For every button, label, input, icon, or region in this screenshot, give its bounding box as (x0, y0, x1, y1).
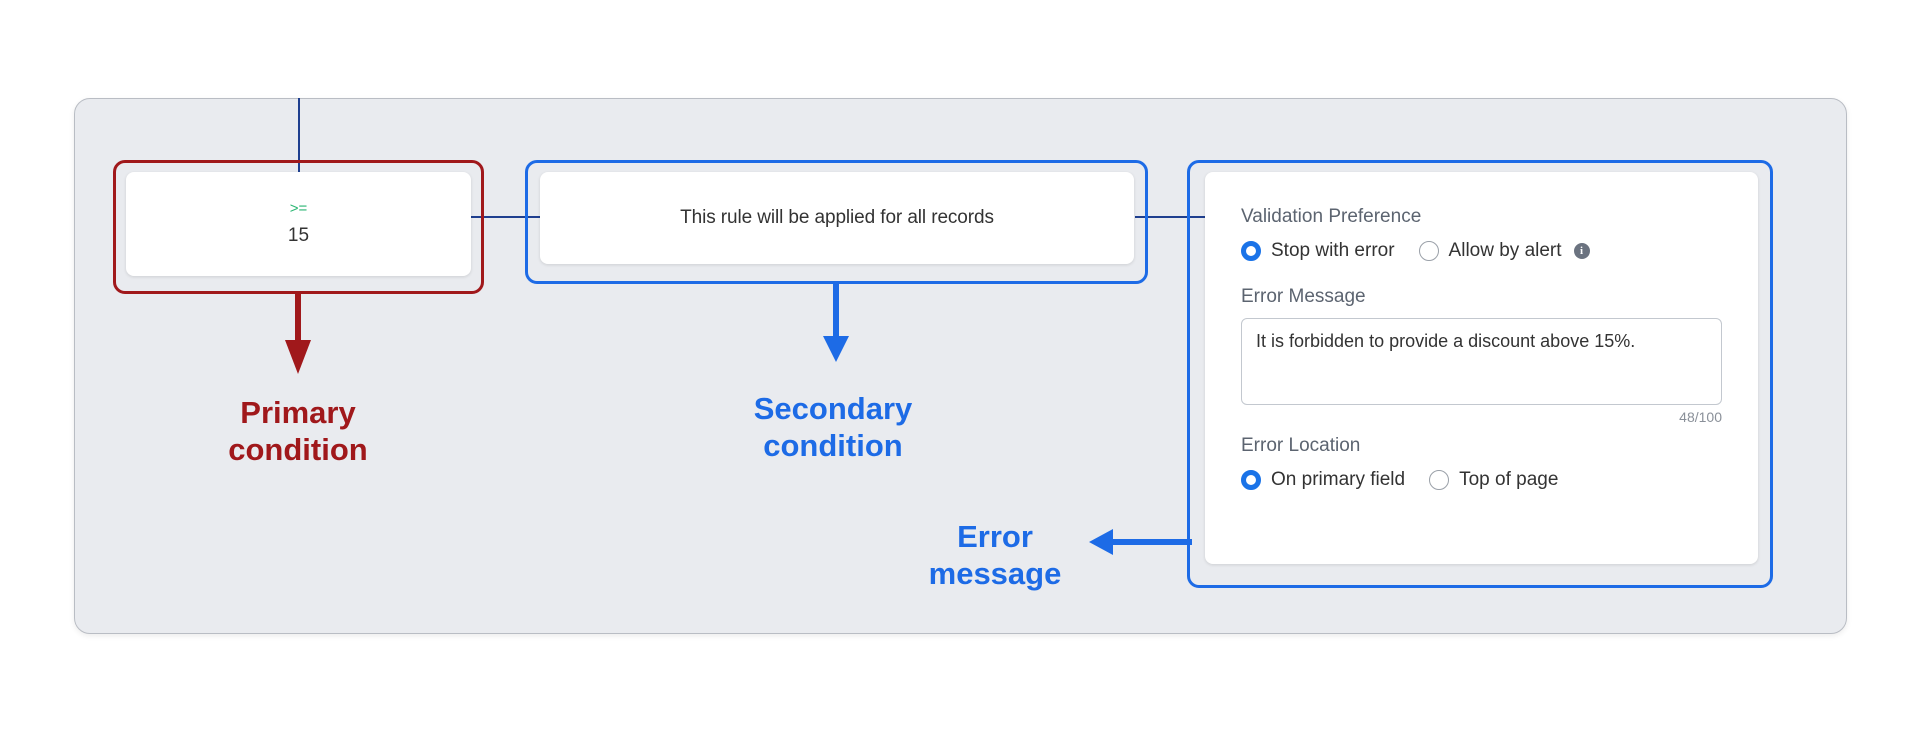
primary-highlight (113, 160, 484, 294)
radio-stop-with-error[interactable]: Stop with error (1241, 240, 1395, 262)
error-highlight (1187, 160, 1773, 588)
arrow-left-head-icon (1089, 529, 1113, 555)
arrow-down-head-icon (285, 340, 311, 374)
condition-operator: >= (289, 200, 308, 217)
radio-on-primary-field[interactable]: On primary field (1241, 469, 1405, 491)
secondary-condition-card[interactable]: This rule will be applied for all record… (540, 172, 1134, 264)
radio-label: Stop with error (1271, 240, 1395, 261)
info-icon[interactable]: i (1573, 243, 1590, 259)
primary-condition-card[interactable]: >= 15 (126, 172, 471, 276)
radio-label: On primary field (1271, 469, 1406, 490)
validation-preference-group: Stop with error Allow by alert i (1241, 240, 1722, 262)
connector-primary-secondary (470, 216, 540, 218)
condition-value: 15 (287, 225, 310, 246)
error-location-label: Error Location (1241, 435, 1361, 456)
arrow-down-icon (295, 294, 301, 342)
secondary-condition-text: This rule will be applied for all record… (680, 207, 994, 228)
radio-top-of-page[interactable]: Top of page (1429, 469, 1558, 491)
radio-selected-icon[interactable] (1241, 241, 1261, 261)
error-settings-card: Validation Preference Stop with error Al… (1205, 172, 1758, 564)
connector-secondary-error (1135, 216, 1205, 218)
secondary-condition-annotation: Secondary condition (753, 391, 913, 463)
error-message-annotation: Error message (928, 519, 1062, 591)
radio-label: Allow by alert (1448, 240, 1562, 261)
connector-vertical (298, 98, 300, 172)
radio-label: Top of page (1459, 469, 1559, 490)
error-location-group: On primary field Top of page (1241, 469, 1722, 491)
primary-condition-annotation: Primary condition (228, 395, 368, 467)
arrow-down-icon (833, 282, 839, 338)
radio-unselected-icon[interactable] (1418, 241, 1439, 261)
error-message-input[interactable]: It is forbidden to provide a discount ab… (1241, 318, 1722, 405)
arrow-left-icon (1110, 539, 1192, 545)
error-message-label: Error Message (1241, 286, 1366, 307)
radio-allow-by-alert[interactable]: Allow by alert (1418, 240, 1562, 262)
arrow-down-head-icon (823, 336, 849, 362)
validation-preference-label: Validation Preference (1241, 206, 1422, 227)
char-counter: 48/100 (1679, 409, 1722, 425)
radio-selected-icon[interactable] (1241, 470, 1261, 490)
radio-unselected-icon[interactable] (1429, 470, 1450, 490)
